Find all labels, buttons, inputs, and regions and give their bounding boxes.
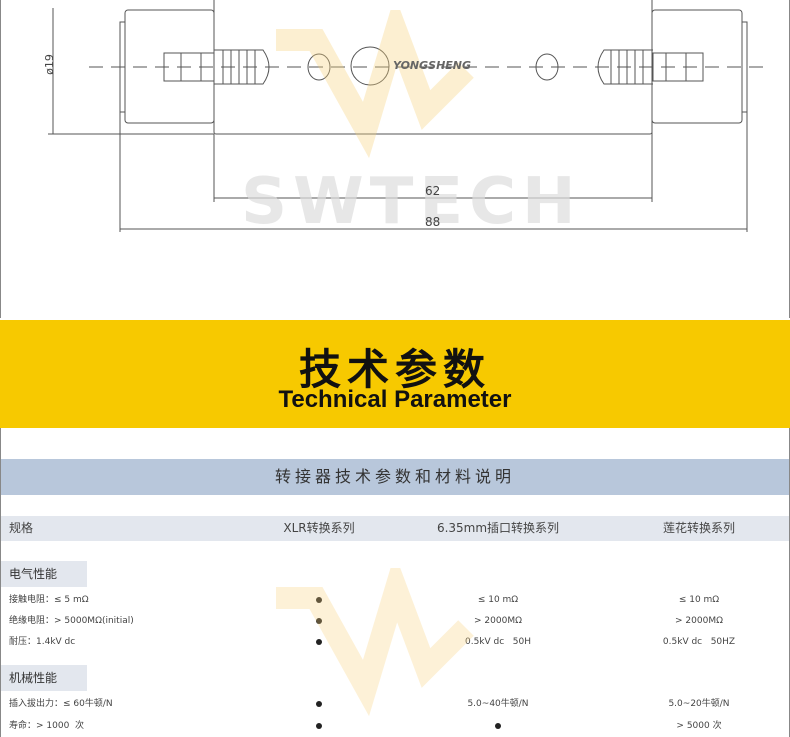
jack-cell: ≤ 10 mΩ bbox=[477, 595, 519, 605]
spec-cell: 寿命：> 1000 次 bbox=[9, 721, 85, 731]
header-rca: 莲花转换系列 bbox=[662, 521, 736, 535]
table-title: 转接器技术参数和材料说明 bbox=[1, 459, 789, 495]
rca-cell: 5.0~20牛顿/N bbox=[668, 699, 730, 709]
adapter-outline-drawing bbox=[48, 0, 763, 232]
technical-drawing: SWTECH ø19 62 88 YONGSHENG bbox=[0, 0, 790, 318]
header-xlr: XLR转换系列 bbox=[283, 521, 355, 535]
xlr-dot bbox=[316, 611, 322, 631]
group-mechanical: 机械性能 bbox=[1, 665, 87, 691]
table-row: 耐压：1.4kV dc 0.5kV dc 50H 0.5kV dc 50HZ bbox=[1, 632, 789, 652]
table-header: 规格 XLR转换系列 6.35mm插口转换系列 莲花转换系列 bbox=[1, 516, 789, 541]
rca-cell: ≤ 10 mΩ bbox=[678, 595, 720, 605]
table-row: 绝缘电阻：> 5000MΩ(initial) > 2000MΩ > 2000MΩ bbox=[1, 611, 789, 631]
xlr-dot bbox=[316, 716, 322, 736]
spec-cell: 绝缘电阻：> 5000MΩ(initial) bbox=[9, 616, 134, 626]
parameter-table: 转接器技术参数和材料说明 规格 XLR转换系列 6.35mm插口转换系列 莲花转… bbox=[0, 428, 790, 737]
jack-cell: 5.0~40牛顿/N bbox=[467, 699, 529, 709]
group-electrical: 电气性能 bbox=[1, 561, 87, 587]
jack-cell: > 2000MΩ bbox=[474, 616, 522, 626]
rca-cell: > 5000 次 bbox=[676, 721, 722, 731]
table-row: 插入拔出力：≤ 60牛顿/N 5.0~40牛顿/N 5.0~20牛顿/N bbox=[1, 694, 789, 714]
jack-dot bbox=[495, 716, 501, 736]
banner-title-en: Technical Parameter bbox=[278, 386, 512, 413]
rca-cell: > 2000MΩ bbox=[675, 616, 723, 626]
rca-cell: 0.5kV dc 50HZ bbox=[662, 637, 736, 647]
banner-title-cn: 技术参数 bbox=[298, 345, 491, 394]
spec-cell: 插入拔出力：≤ 60牛顿/N bbox=[9, 699, 113, 709]
jack-cell: 0.5kV dc 50H bbox=[464, 637, 532, 647]
spec-cell: 接触电阻：≤ 5 mΩ bbox=[9, 595, 89, 605]
spec-cell: 耐压：1.4kV dc bbox=[9, 637, 76, 647]
header-spec: 规格 bbox=[9, 521, 34, 535]
xlr-dot bbox=[316, 590, 322, 610]
table-row: 寿命：> 1000 次 > 5000 次 bbox=[1, 716, 789, 736]
xlr-dot bbox=[316, 694, 322, 714]
technical-parameter-banner: 技术参数 Technical Parameter bbox=[0, 320, 790, 428]
table-row: 接触电阻：≤ 5 mΩ ≤ 10 mΩ ≤ 10 mΩ bbox=[1, 590, 789, 610]
xlr-dot bbox=[316, 632, 322, 652]
header-jack: 6.35mm插口转换系列 bbox=[436, 521, 560, 535]
